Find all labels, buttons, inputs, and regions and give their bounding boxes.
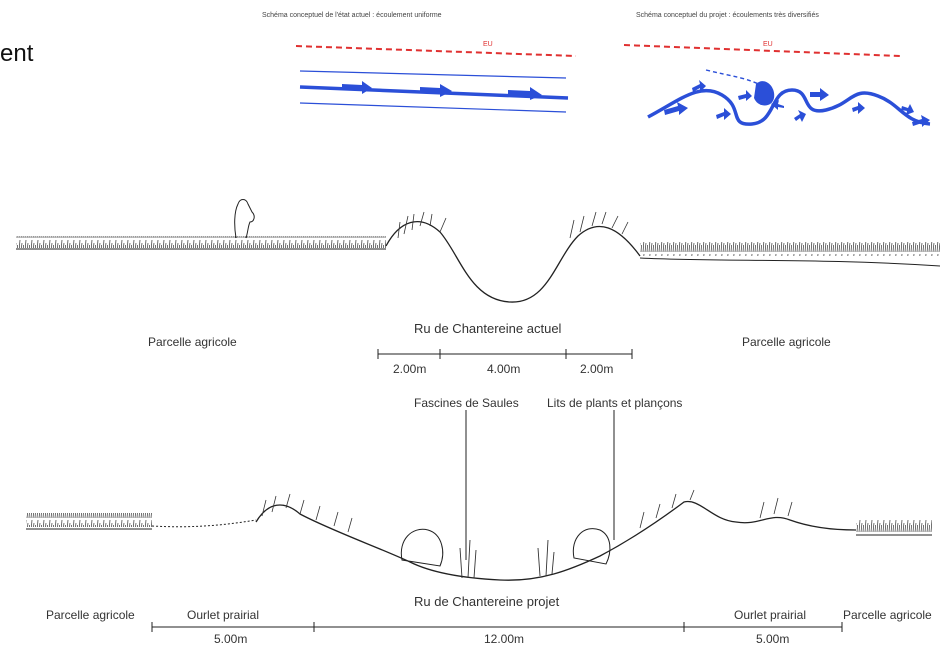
grass-far-right — [856, 520, 932, 534]
project-meander-line — [647, 88, 931, 126]
flow-arrow-icon — [852, 102, 865, 114]
grass-right — [640, 242, 940, 256]
flow-arrow-icon — [810, 88, 829, 101]
partial-heading-text: ent — [0, 40, 34, 67]
current-cross-section — [16, 199, 941, 359]
flow-arrow-icon — [738, 90, 752, 101]
current-left-parcel-label: Parcelle agricole — [148, 335, 237, 349]
project-left-parcel-label: Parcelle agricole — [46, 608, 135, 622]
project-schema-caption: Schéma conceptuel du projet : écoulement… — [636, 12, 819, 19]
current-eu-line — [295, 45, 577, 57]
project-cross-section — [26, 410, 932, 632]
flow-arrow-icon — [420, 84, 452, 97]
project-channel-label: Ru de Chantereine projet — [414, 594, 560, 609]
flow-arrow-icon — [692, 80, 706, 92]
project-dim-left: 5.00m — [214, 632, 248, 646]
current-dim-right: 2.00m — [580, 362, 614, 376]
current-flow-schema — [295, 45, 577, 113]
project-dim-right: 5.00m — [756, 632, 790, 646]
current-eu-label: EU — [483, 41, 493, 48]
channel-profile-current — [385, 221, 641, 303]
project-eu-line — [623, 44, 901, 57]
project-flow-schema — [623, 44, 931, 127]
flow-arrow-icon — [771, 100, 784, 110]
project-left-buffer-label: Ourlet prairial — [187, 608, 260, 622]
project-right-parcel-label: Parcelle agricole — [843, 608, 932, 622]
island-shape — [754, 81, 775, 106]
grass-far-left — [26, 513, 152, 527]
project-eu-label: EU — [763, 41, 773, 48]
callout-lits-label: Lits de plants et plançons — [547, 396, 683, 410]
flow-arrow-icon — [901, 104, 914, 115]
current-dim-left: 2.00m — [393, 362, 427, 376]
flow-arrow-icon — [664, 102, 688, 115]
flow-arrow-icon — [912, 115, 930, 127]
grass-left — [16, 236, 386, 248]
current-right-parcel-label: Parcelle agricole — [742, 335, 831, 349]
flow-arrow-icon — [342, 81, 372, 94]
current-schema-caption: Schéma conceptuel de l'état actuel : éco… — [262, 12, 442, 19]
project-dim-center: 12.00m — [484, 632, 525, 646]
current-bank-top — [299, 70, 567, 79]
current-channel-label: Ru de Chantereine actuel — [414, 321, 562, 336]
willow-fascine-right-icon — [572, 528, 611, 565]
flow-arrow-icon — [508, 87, 542, 100]
flow-arrow-icon — [794, 110, 806, 122]
flow-arrow-icon — [716, 108, 731, 120]
channel-profile-project — [255, 500, 857, 581]
current-dim-center: 4.00m — [487, 362, 521, 376]
person-silhouette-icon — [234, 199, 255, 239]
callout-fascines-label: Fascines de Saules — [414, 396, 519, 410]
project-right-buffer-label: Ourlet prairial — [734, 608, 807, 622]
willow-fascine-left-icon — [400, 528, 444, 567]
current-bank-bottom — [299, 102, 567, 113]
